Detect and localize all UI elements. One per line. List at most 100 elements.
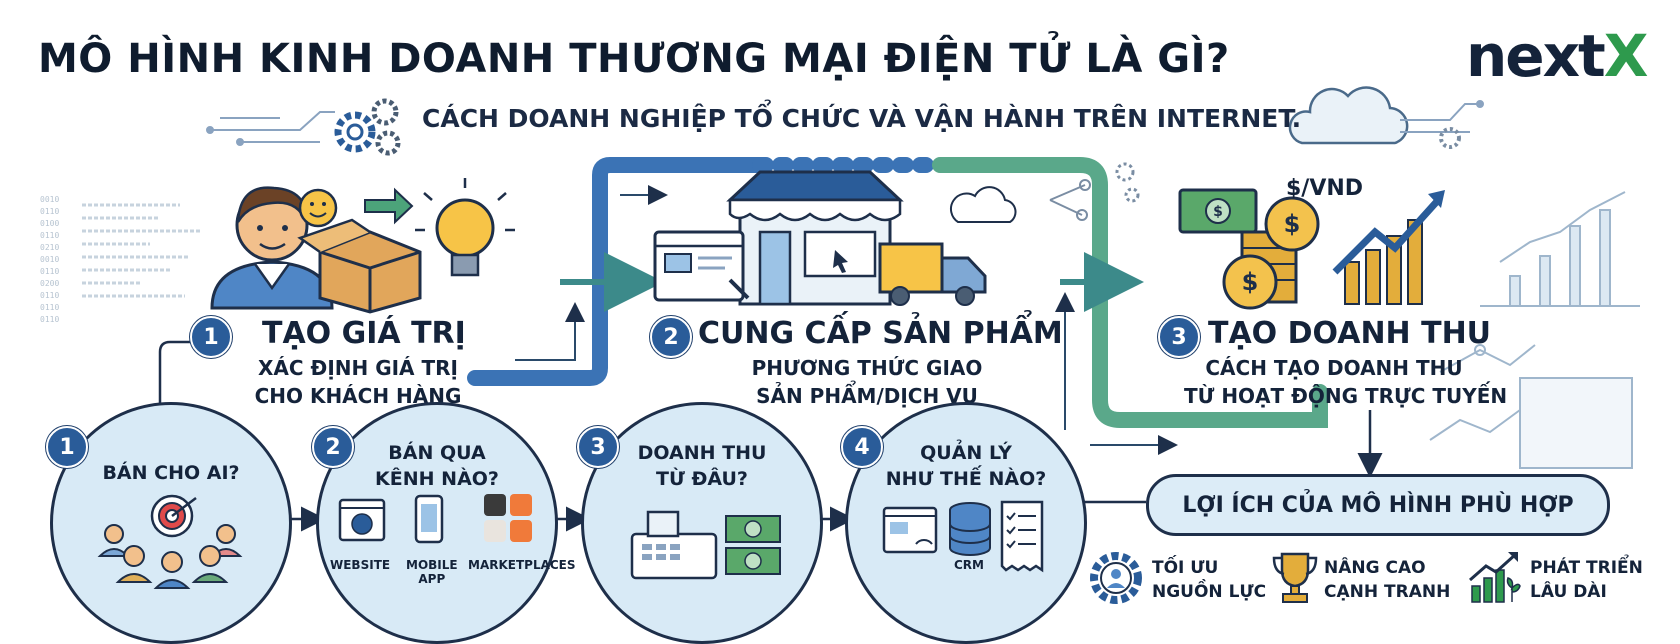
management-icons	[882, 500, 1044, 573]
question-3-title: DOANH THU TỪ ĐÂU?	[581, 440, 823, 492]
logo-accent-text: X	[1603, 22, 1649, 90]
svg-text:0110: 0110	[40, 291, 59, 300]
question-3-line2: TỪ ĐÂU?	[656, 468, 748, 490]
step-2-number: 2	[650, 316, 692, 358]
svg-text:0100: 0100	[40, 219, 59, 228]
code-lines-decoration	[82, 203, 200, 298]
page-subtitle: CÁCH DOANH NGHIỆP TỔ CHỨC VÀ VẬN HÀNH TR…	[422, 104, 1302, 133]
benefits-banner: LỢI ÍCH CỦA MÔ HÌNH PHÙ HỢP	[1146, 474, 1610, 536]
question-3-line1: DOANH THU	[637, 442, 767, 464]
step-3-desc-line2: TỪ HOẠT ĐỘNG TRỰC TUYẾN	[1184, 384, 1508, 408]
lightbulb-icon	[415, 178, 515, 277]
benefit-2-line2: CẠNH TRANH	[1324, 582, 1451, 602]
target-audience-icon	[97, 494, 243, 589]
mobile-app-icon	[414, 494, 444, 544]
logo-main-text: next	[1466, 22, 1606, 90]
step-3-number: 3	[1158, 316, 1200, 358]
step-1-title: TẠO GIÁ TRỊ	[262, 316, 466, 351]
small-cloud-icon	[949, 186, 1017, 223]
website-icon	[338, 498, 386, 542]
question-1-number: 1	[46, 426, 88, 468]
svg-text:0110: 0110	[40, 303, 59, 312]
main-flow	[467, 157, 1328, 428]
question-2-title: BÁN QUA KÊNH NÀO?	[316, 440, 558, 492]
growth-chart-icon	[1469, 552, 1521, 603]
svg-text:$: $	[1284, 210, 1301, 238]
question-1-line1: BÁN CHO AI?	[102, 462, 240, 484]
benefit-3-text: PHÁT TRIỂN LÂU DÀI	[1530, 556, 1643, 604]
benefit-1-text: TỐI ƯU NGUỒN LỰC	[1152, 556, 1266, 604]
step-3-desc-line1: CÁCH TẠO DOANH THU	[1205, 356, 1463, 380]
gears-icon	[334, 98, 401, 156]
benefit-1-line2: NGUỒN LỰC	[1152, 582, 1267, 602]
step-3-desc: CÁCH TẠO DOANH THU TỪ HOẠT ĐỘNG TRỰC TUY…	[1184, 354, 1508, 410]
circuit-right-decoration	[1400, 100, 1484, 149]
question-2-number: 2	[312, 426, 354, 468]
step-2-desc-line1: PHƯƠNG THỨC GIAO	[751, 356, 983, 380]
channel-marketplaces-label: MARKETPLACES	[468, 558, 576, 572]
circuit-left-decoration	[206, 111, 335, 146]
channel-mobile-line1: MOBILE	[406, 558, 458, 572]
storefront-icon	[726, 170, 904, 306]
question-4-title: QUẢN LÝ NHƯ THẾ NÀO?	[845, 440, 1087, 492]
cash-register-icon	[630, 510, 781, 580]
browser-window-icon	[653, 230, 750, 302]
box-icon	[297, 218, 422, 314]
arrow-right-icon	[364, 187, 414, 225]
benefit-3-line2: LÂU DÀI	[1530, 582, 1607, 602]
flow-arrows	[515, 185, 1383, 478]
svg-text:0010: 0010	[40, 255, 59, 264]
question-4-line2: NHƯ THẾ NÀO?	[885, 468, 1047, 490]
step-1-number: 1	[190, 316, 232, 358]
channel-website-label: WEBSITE	[330, 558, 391, 572]
svg-text:0110: 0110	[40, 207, 59, 216]
nextx-logo: nextX	[1466, 22, 1649, 90]
trophy-icon	[1272, 552, 1318, 603]
question-3-number: 3	[577, 426, 619, 468]
right-chart-decoration	[1429, 191, 1640, 469]
svg-text:0110: 0110	[40, 315, 59, 324]
delivery-truck-icon	[878, 242, 987, 306]
benefits-title: LỢI ÍCH CỦA MÔ HÌNH PHÙ HỢP	[1182, 492, 1574, 518]
svg-text:0200: 0200	[40, 279, 59, 288]
question-2-line1: BÁN QUA	[388, 442, 486, 464]
sales-channels-icons	[338, 494, 532, 544]
currency-label: $/VND	[1286, 176, 1364, 201]
growth-bars-icon	[1332, 190, 1445, 305]
step-3-title: TẠO DOANH THU	[1208, 316, 1492, 351]
dashboard-icon	[882, 506, 938, 554]
cloud-icon	[1288, 86, 1409, 145]
database-icon	[949, 502, 991, 556]
svg-text:$: $	[1242, 268, 1259, 296]
svg-text:0110: 0110	[40, 267, 59, 276]
network-nodes-decoration	[1049, 162, 1140, 221]
step-2-desc: PHƯƠNG THỨC GIAO SẢN PHẨM/DỊCH VỤ	[722, 354, 1012, 410]
crm-label: CRM	[954, 558, 984, 572]
svg-text:$: $	[1213, 204, 1223, 220]
marketplace-icons	[484, 494, 532, 542]
svg-text:0110: 0110	[40, 231, 59, 240]
question-4-number: 4	[841, 426, 883, 468]
question-4-line1: QUẢN LÝ	[920, 442, 1012, 464]
coin-stack-icon: $ $	[1222, 196, 1320, 310]
svg-text:0010: 0010	[40, 195, 59, 204]
channel-mobile-line2: APP	[418, 572, 446, 586]
benefit-1-line1: TỐI ƯU	[1152, 558, 1219, 578]
step-2-title: CUNG CẤP SẢN PHẨM	[698, 316, 1063, 351]
checklist-icon	[1000, 500, 1044, 573]
benefit-2-text: NÂNG CAO CẠNH TRANH	[1324, 556, 1450, 604]
step-1-desc: XÁC ĐỊNH GIÁ TRỊ CHO KHÁCH HÀNG	[248, 354, 468, 410]
step-1-desc-line1: XÁC ĐỊNH GIÁ TRỊ	[258, 356, 458, 380]
page-title: MÔ HÌNH KINH DOANH THƯƠNG MẠI ĐIỆN TỬ LÀ…	[38, 36, 1230, 82]
banknote-icon: $	[1178, 188, 1258, 234]
benefit-3-line1: PHÁT TRIỂN	[1530, 558, 1643, 578]
question-2-line2: KÊNH NÀO?	[375, 468, 499, 490]
person-icon	[210, 186, 334, 310]
benefit-2-line1: NÂNG CAO	[1324, 558, 1426, 578]
question-circle-3	[581, 402, 823, 644]
gear-person-icon	[1090, 552, 1142, 604]
smile-bubble-icon	[298, 188, 338, 228]
channel-mobile-label: MOBILE APP	[406, 558, 458, 586]
